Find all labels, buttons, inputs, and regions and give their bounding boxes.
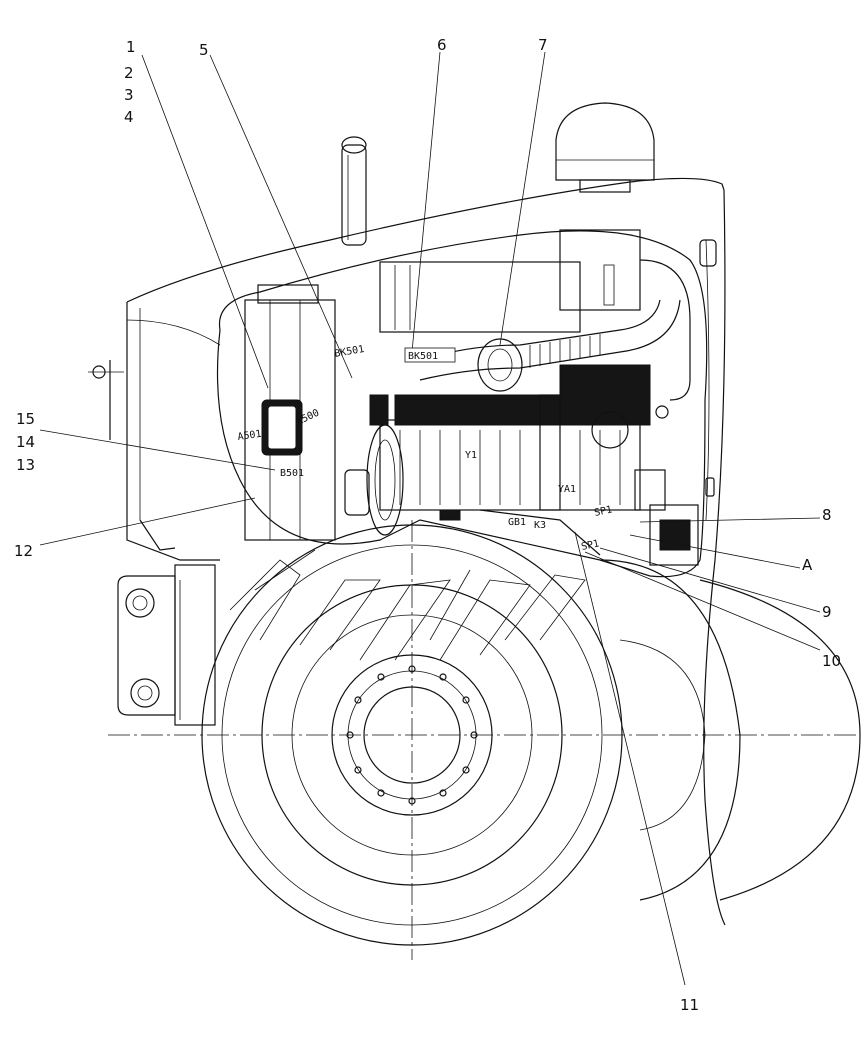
- front-wheel: [201, 520, 623, 960]
- tag-bk501-upper: BK501: [334, 344, 366, 360]
- callout-2: 2: [124, 64, 134, 82]
- starter-motor: [559, 364, 699, 566]
- callout-6: 6: [437, 36, 447, 54]
- callout-8: 8: [822, 506, 832, 524]
- component-tags: BK501 BK501 X500 A501 B501 Y1 GB1 K3 SP1…: [237, 344, 613, 553]
- air-cleaner-cap: [555, 102, 655, 193]
- rear-wheel: [599, 559, 861, 901]
- callout-12: 12: [14, 542, 33, 560]
- callout-10: 10: [822, 652, 841, 670]
- callout-numbers: 1 2 3 4 5 6 7 8 A 9 10 11 12 15 14 13: [14, 36, 841, 1014]
- tag-sp1-upper: SP1: [593, 504, 613, 519]
- upper-pipework: [379, 229, 691, 401]
- tag-a501: A501: [237, 429, 262, 443]
- tire-tread: [229, 549, 586, 661]
- front-frame: [108, 564, 860, 736]
- callout-15: 15: [16, 410, 35, 428]
- tag-b501: B501: [280, 468, 304, 479]
- fan-pulley: [344, 394, 404, 536]
- callout-13: 13: [16, 456, 35, 474]
- callout-14: 14: [16, 433, 35, 451]
- callout-1: 1: [126, 38, 136, 56]
- leader-lines: [39, 51, 821, 986]
- callout-4: 4: [124, 108, 134, 126]
- callout-9: 9: [822, 603, 832, 621]
- radiator-core: [244, 284, 336, 541]
- engine-bay-opening: [216, 230, 708, 578]
- tag-y1: Y1: [465, 450, 477, 461]
- tag-ya1: YA1: [558, 484, 576, 495]
- callout-7: 7: [538, 36, 548, 54]
- callout-5: 5: [199, 41, 209, 59]
- tag-sp1-lower: SP1: [580, 538, 600, 553]
- callout-a: A: [802, 556, 813, 574]
- callout-11: 11: [680, 996, 699, 1014]
- tag-gb1: GB1: [508, 517, 526, 528]
- tag-k3: K3: [534, 520, 546, 531]
- bellhousing: [439, 394, 601, 556]
- tag-bk501-center: BK501: [408, 351, 438, 362]
- hood-outline: [88, 177, 726, 926]
- exhaust-stack: [341, 136, 367, 246]
- callout-3: 3: [124, 86, 134, 104]
